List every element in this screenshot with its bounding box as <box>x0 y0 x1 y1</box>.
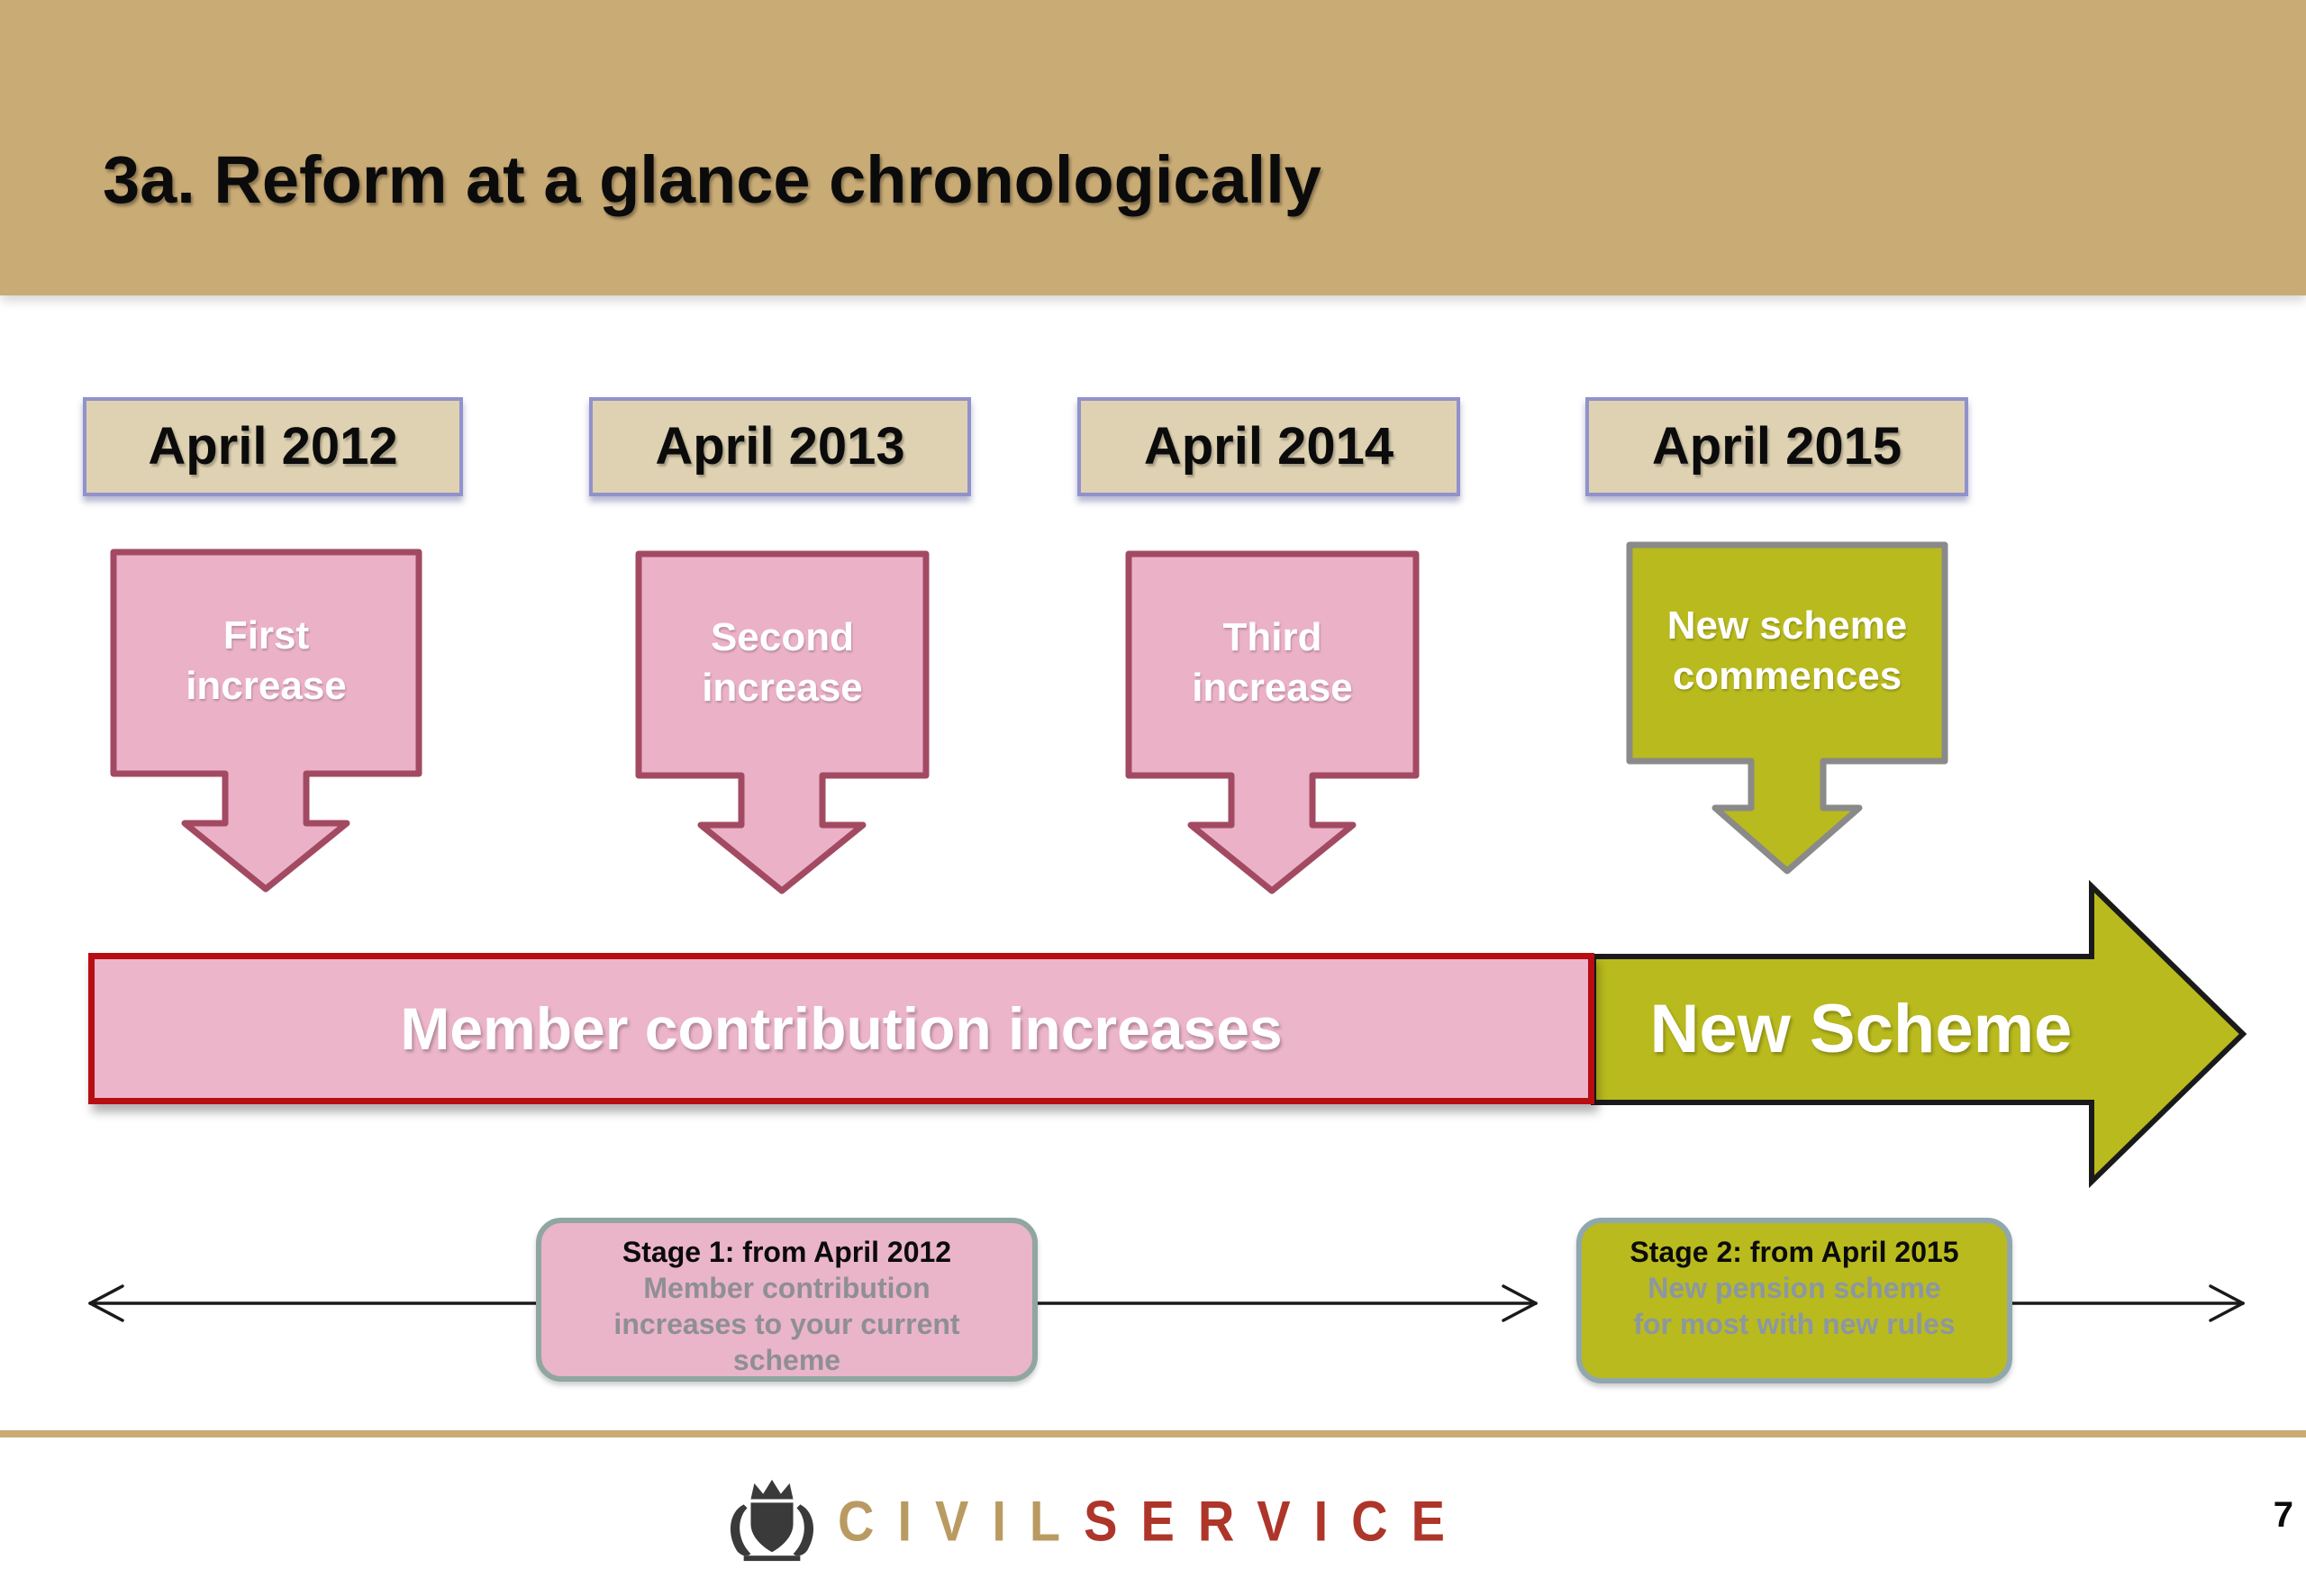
callout-shape-second-increase <box>635 550 930 894</box>
date-box-april-2012: April 2012 <box>83 397 463 496</box>
member-contribution-banner-label: Member contribution increases <box>400 995 1283 1062</box>
callout-label-third-increase: Third increase <box>1125 550 1420 775</box>
callout-shape-new-scheme-commences <box>1626 541 1948 875</box>
stage2-note-body-line: New pension scheme <box>1648 1272 1941 1304</box>
callout-line: increase <box>186 664 347 708</box>
page-title: 3a. Reform at a glance chronologically <box>103 142 1321 217</box>
brand-civil-text: CIVIL <box>838 1488 1085 1553</box>
callout-line: Second <box>711 615 854 659</box>
stage1-note-box: Stage 1: from April 2012 Member contribu… <box>536 1218 1038 1382</box>
new-scheme-arrow-shape <box>1591 879 2247 1189</box>
callout-label-new-scheme-commences: New scheme commences <box>1626 541 1948 761</box>
brand-service-text: SERVICE <box>1084 1488 1468 1553</box>
brand-wordmark: CIVIL SERVICE <box>838 1488 1468 1554</box>
callout-line: increase <box>1192 666 1353 710</box>
stage1-note-body-line: increases to your current <box>613 1308 960 1340</box>
callout-shape-first-increase <box>110 549 422 893</box>
footer-divider <box>0 1430 2306 1437</box>
stage1-note-body-line: scheme <box>732 1344 841 1376</box>
stage1-note-body-line: Member contribution <box>643 1272 931 1304</box>
callout-line: New scheme <box>1666 603 1908 648</box>
civil-service-logo: CIVIL SERVICE <box>719 1475 1468 1565</box>
callout-line: First <box>222 613 310 657</box>
callout-shape-third-increase <box>1125 550 1420 894</box>
date-box-april-2013: April 2013 <box>589 397 971 496</box>
new-scheme-arrow-label: New Scheme <box>1649 990 2073 1067</box>
callout-label-first-increase: First increase <box>110 549 422 774</box>
date-box-april-2014: April 2014 <box>1077 397 1460 496</box>
member-contribution-banner: Member contribution increases <box>88 953 1594 1104</box>
callout-line: increase <box>702 666 863 710</box>
callout-label-second-increase: Second increase <box>635 550 930 775</box>
page-number: 7 <box>2273 1495 2293 1535</box>
stage2-note-title: Stage 2: from April 2015 <box>1630 1236 1959 1268</box>
callout-line: commences <box>1672 654 1902 698</box>
royal-crest-icon <box>730 1479 814 1562</box>
header-band <box>0 0 2306 295</box>
stage2-note-body-line: for most with new rules <box>1633 1308 1956 1340</box>
callout-line: Third <box>1222 615 1322 659</box>
stage1-note-title: Stage 1: from April 2012 <box>622 1236 952 1268</box>
date-box-april-2015: April 2015 <box>1585 397 1968 496</box>
stage2-note-box: Stage 2: from April 2015 New pension sch… <box>1576 1218 2012 1383</box>
